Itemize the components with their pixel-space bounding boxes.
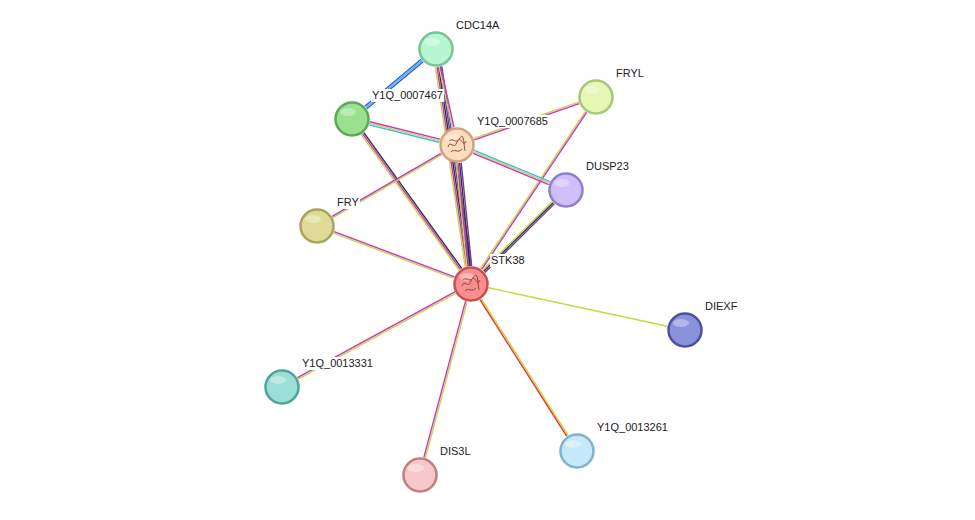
node-circle xyxy=(334,101,370,137)
interaction-edge xyxy=(297,292,455,379)
node-label: Y1Q_0013331 xyxy=(301,357,374,370)
protein-node: Y1Q_0013331 xyxy=(264,369,300,405)
protein-node: STK38 xyxy=(453,266,489,302)
node-circle xyxy=(418,31,454,67)
protein-node: DIEXF xyxy=(667,312,703,348)
node-label: DIEXF xyxy=(704,300,738,313)
node-circle xyxy=(299,208,335,244)
interaction-edge xyxy=(480,299,568,436)
interaction-edge xyxy=(474,102,579,140)
protein-node: DUSP23 xyxy=(548,172,584,208)
protein-node: Y1Q_0007685 xyxy=(439,127,475,163)
node-label: Y1Q_0007685 xyxy=(476,115,549,128)
interaction-edge xyxy=(489,288,668,326)
node-circle xyxy=(548,172,584,208)
protein-node: Y1Q_0013261 xyxy=(559,433,595,469)
interaction-edge xyxy=(456,163,471,267)
protein-node: CDC14A xyxy=(418,31,454,67)
interaction-edge xyxy=(424,301,467,458)
node-circle xyxy=(578,79,614,115)
interaction-edge xyxy=(332,153,442,217)
protein-node: FRYL xyxy=(578,79,614,115)
node-label: FRYL xyxy=(615,67,645,80)
node-label: Y1Q_0013261 xyxy=(596,421,669,434)
node-circle xyxy=(667,312,703,348)
node-circle xyxy=(402,457,438,493)
node-circle xyxy=(264,369,300,405)
node-circle xyxy=(453,266,489,302)
node-circle xyxy=(559,433,595,469)
node-label: CDC14A xyxy=(455,19,500,32)
interaction-edge xyxy=(334,232,455,279)
protein-node: Y1Q_0007467 xyxy=(334,101,370,137)
node-label: DUSP23 xyxy=(585,160,630,173)
interaction-edge xyxy=(480,112,586,270)
interaction-edge xyxy=(483,202,555,273)
protein-node: DIS3L xyxy=(402,457,438,493)
node-label: FRY xyxy=(336,196,360,209)
node-circle xyxy=(439,127,475,163)
node-label: STK38 xyxy=(490,254,526,267)
interaction-edge xyxy=(369,122,440,142)
interaction-edge xyxy=(473,150,550,184)
node-label: DIS3L xyxy=(439,445,472,458)
node-label: Y1Q_0007467 xyxy=(371,89,444,102)
protein-node: FRY xyxy=(299,208,335,244)
